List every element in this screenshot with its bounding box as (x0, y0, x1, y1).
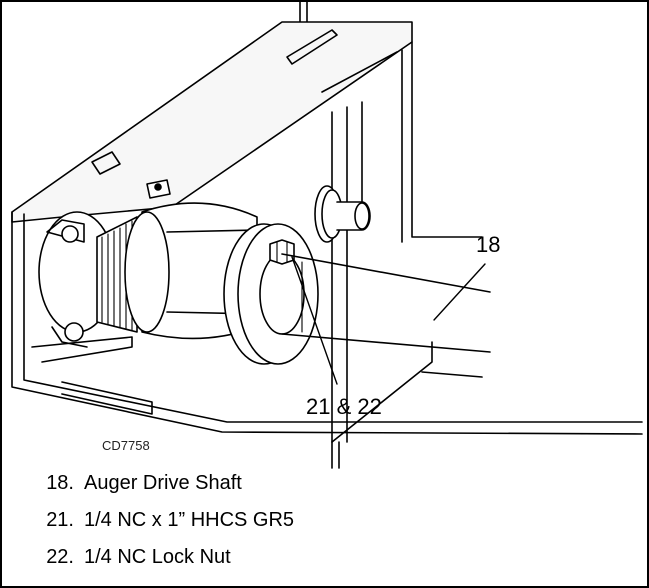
legend-item: 21. 1/4 NC x 1” HHCS GR5 (22, 502, 294, 539)
callout-21-22: 21 & 22 (306, 394, 382, 419)
callout-18: 18 (476, 232, 501, 257)
legend-item-number: 18. (46, 472, 74, 494)
legend-item-number: 22. (46, 546, 74, 568)
legend-item-label: 1/4 NC Lock Nut (84, 546, 231, 568)
legend-item: 22. 1/4 NC Lock Nut (22, 539, 294, 576)
legend-item-number: 21. (46, 509, 74, 531)
legend-item: 18. Auger Drive Shaft (22, 465, 294, 502)
parts-legend: 18. Auger Drive Shaft 21. 1/4 NC x 1” HHCS… (22, 465, 294, 576)
legend-item-label: Auger Drive Shaft (84, 472, 242, 494)
drawing-id: CD7758 (102, 438, 150, 453)
legend-item-label: 1/4 NC x 1” HHCS GR5 (84, 509, 295, 531)
